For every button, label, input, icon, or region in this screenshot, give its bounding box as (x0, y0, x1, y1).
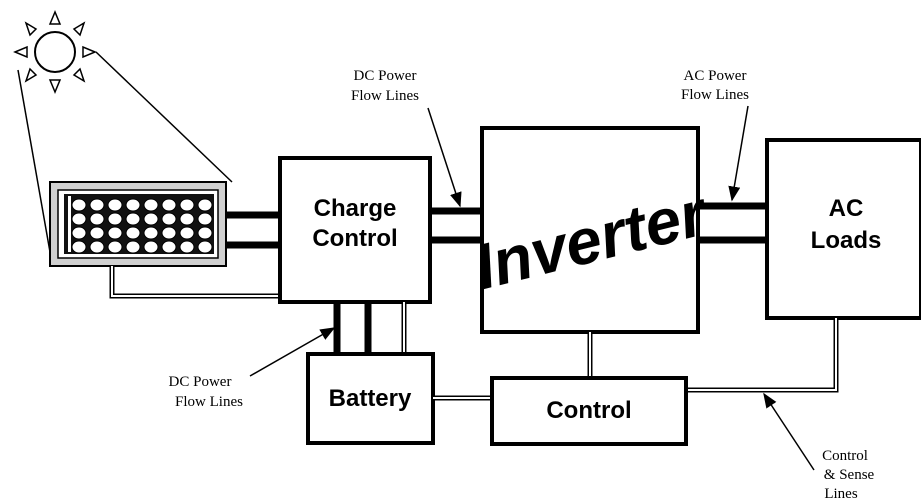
solar-cell (89, 198, 105, 212)
sense-line-loads-control (686, 318, 839, 393)
solar-cell (107, 198, 123, 212)
ac-power-label-line2: Flow Lines (681, 87, 749, 103)
solar-cell (71, 240, 87, 254)
sun-icon (13, 10, 97, 94)
dc-power-top-label-line2: Flow Lines (351, 88, 419, 104)
solar-cell (161, 198, 177, 212)
solar-cell (143, 198, 159, 212)
control-sense-label-line1: Control (822, 448, 868, 464)
solar-cell (197, 240, 213, 254)
solar-cell (89, 226, 105, 240)
dc-power-left-label-line1: DC Power (169, 374, 232, 390)
solar-cells (71, 198, 213, 254)
control-box (490, 376, 688, 446)
solar-cell (107, 212, 123, 226)
dc-power-top-label-line1: DC Power (354, 68, 417, 84)
solar-cell (197, 226, 213, 240)
dc-power-left-arrow (249, 327, 336, 377)
solar-cell (197, 198, 213, 212)
solar-cell (71, 212, 87, 226)
charge-control-label-line1: Charge (314, 195, 397, 222)
control-sense-label-line3: Lines (824, 486, 857, 502)
solar-cell (125, 240, 141, 254)
battery-label: Battery (329, 385, 412, 412)
solar-cell (161, 212, 177, 226)
solar-cell (179, 212, 195, 226)
solar-cell (125, 212, 141, 226)
solar-cell (143, 226, 159, 240)
ac-loads-label-line2: Loads (811, 227, 882, 254)
solar-cell (161, 240, 177, 254)
sun-ray-left (17, 69, 51, 253)
charge-control-label-line2: Control (312, 225, 397, 252)
charge-control-box (278, 156, 432, 304)
sun-ray-right (95, 51, 233, 183)
solar-cell (197, 212, 213, 226)
solar-cell (71, 198, 87, 212)
solar-cell (125, 198, 141, 212)
sense-line-panel (109, 266, 280, 299)
ac-power-arrow (728, 105, 749, 202)
dc-power-left-label-line2: Flow Lines (175, 394, 243, 410)
control-sense-arrow (763, 392, 815, 471)
control-label: Control (546, 397, 631, 424)
solar-cell (143, 240, 159, 254)
solar-cell (89, 240, 105, 254)
inverter-box (480, 126, 700, 334)
solar-cell (179, 198, 195, 212)
dc-power-top-arrow (427, 107, 462, 208)
control-sense-label-line2: & Sense (824, 467, 875, 483)
ac-power-label-line1: AC Power (684, 68, 747, 84)
solar-cell (161, 226, 177, 240)
ac-loads-label-line1: AC (829, 195, 864, 222)
solar-cell (107, 240, 123, 254)
solar-cell (125, 226, 141, 240)
solar-cell (107, 226, 123, 240)
solar-cell (179, 240, 195, 254)
solar-cell (179, 226, 195, 240)
solar-cell (143, 212, 159, 226)
solar-cell (89, 212, 105, 226)
solar-cell (71, 226, 87, 240)
ac-loads-box (765, 138, 921, 320)
battery-box (306, 352, 435, 445)
